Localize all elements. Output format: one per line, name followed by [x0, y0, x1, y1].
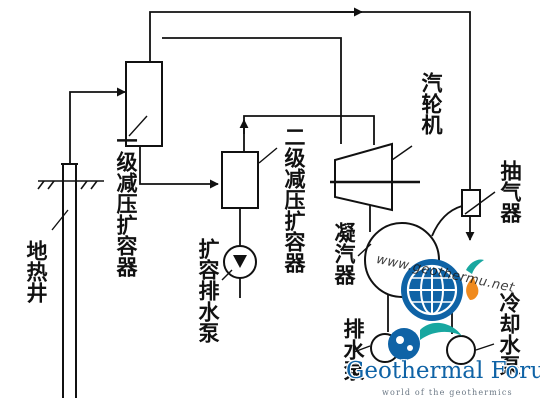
label-turbine: 汽轮机 — [419, 72, 443, 135]
turbine — [334, 142, 393, 212]
label-cooling-water-pump: 冷却水泵 — [497, 292, 521, 376]
primary-vessel-leader — [128, 115, 148, 137]
geothermal-well — [61, 163, 78, 398]
pipe-primary-to-secondary — [139, 146, 219, 189]
condenser-leader — [357, 243, 372, 257]
cooling-pump-leader — [475, 343, 495, 351]
well-leader — [51, 209, 69, 231]
ground-surface — [37, 180, 104, 190]
pipe-well-to-primary — [69, 87, 126, 164]
label-primary-flash-vessel: 一级减压扩容器 — [114, 130, 138, 277]
flash-pump-leader — [221, 269, 233, 281]
label-steam-extractor: 抽气器 — [498, 160, 522, 223]
watermark-tagline: world of the geothermics — [382, 388, 513, 397]
flash-drain-pump-symbol — [233, 255, 247, 268]
droplet-icon — [388, 328, 420, 360]
flame-icon — [466, 276, 479, 300]
secondary-flash-vessel — [221, 151, 259, 209]
pipe-primary-to-extractor — [149, 11, 471, 190]
extractor-leader — [464, 191, 496, 215]
cooling-water-pump — [446, 335, 476, 365]
turbine-leader — [391, 145, 413, 161]
pipe-secondary-to-turbine — [243, 115, 375, 152]
label-drain-pump: 排水泵 — [341, 318, 365, 381]
secondary-vessel-leader — [258, 147, 278, 164]
label-flash-drain-pump: 扩容排水泵 — [196, 238, 220, 343]
label-condenser: 凝汽器 — [332, 222, 356, 285]
label-secondary-flash-vessel: 二级减压扩容器 — [282, 126, 306, 273]
pipe-extractor-to-condenser — [431, 205, 463, 237]
drain-pump-leader — [353, 345, 371, 353]
geothermal-forum-logo — [388, 259, 484, 360]
watermark-name: Geothermal Forum — [346, 358, 540, 384]
steam-extractor — [461, 189, 481, 217]
pipe-primary-to-turbine — [162, 37, 342, 144]
label-geothermal-well: 地热井 — [24, 240, 48, 303]
wave-icon — [420, 322, 462, 340]
